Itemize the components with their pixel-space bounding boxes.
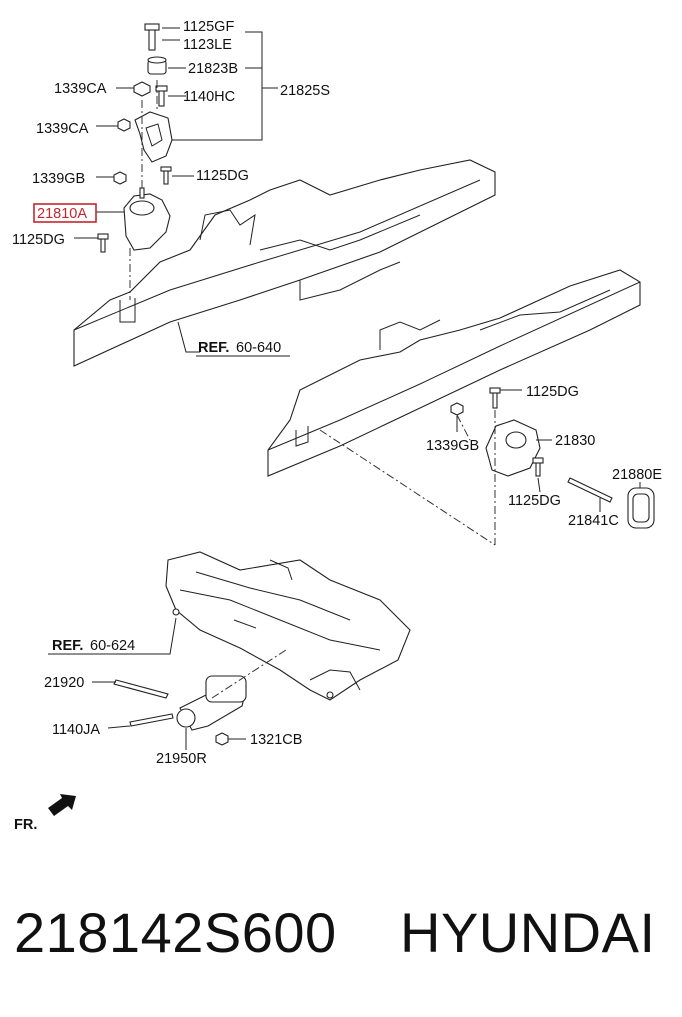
label-1339ca-upper: 1339CA <box>54 81 107 97</box>
label-1140hc: 1140HC <box>183 89 235 105</box>
label-ref-lower: REF. <box>52 638 83 654</box>
front-arrow-icon <box>48 794 76 816</box>
label-ref-lower-number: 60-624 <box>90 638 135 654</box>
engine-mount-upper <box>97 23 173 300</box>
brand-name: HYUNDAI <box>400 901 656 964</box>
lower-frame-rail <box>267 269 641 477</box>
highlight-box-21810a <box>33 203 97 223</box>
label-fr: FR. <box>14 817 37 833</box>
label-1125dg-right-bottom: 1125DG <box>508 493 561 509</box>
engine-mount-right <box>319 387 655 546</box>
label-21825s: 21825S <box>280 83 330 99</box>
label-1321cb: 1321CB <box>250 732 302 748</box>
label-1140ja: 1140JA <box>52 722 100 738</box>
label-ref-upper-number: 60-640 <box>236 340 281 356</box>
label-21823b: 21823B <box>188 61 238 77</box>
label-21950r: 21950R <box>156 751 207 767</box>
part-labels: 1125GF 1123LE 21823B 21825S 1339CA 1140H… <box>12 19 662 767</box>
label-1125gf: 1125GF <box>183 19 234 35</box>
exploded-parts-diagram: 1125GF 1123LE 21823B 21825S 1339CA 1140H… <box>12 19 662 833</box>
label-1339gb-right: 1339GB <box>426 438 479 454</box>
label-1125dg-right-top: 1125DG <box>526 384 579 400</box>
label-1125dg-upper-left: 1125DG <box>12 232 65 248</box>
label-21841c: 21841C <box>568 513 619 529</box>
label-1125dg-upper-right: 1125DG <box>196 168 249 184</box>
label-ref-upper: REF. <box>198 340 229 356</box>
label-1339gb-upper: 1339GB <box>32 171 85 187</box>
part-number: 218142S600 <box>14 901 337 964</box>
roll-rod-mount <box>113 649 287 746</box>
label-21810a: 21810A <box>37 206 87 222</box>
front-direction-indicator: FR. <box>14 794 76 833</box>
leader-lines <box>48 27 641 750</box>
label-21830: 21830 <box>555 433 595 449</box>
upper-frame-rail <box>73 159 496 367</box>
label-1339ca-lower: 1339CA <box>36 121 89 137</box>
label-21880e: 21880E <box>612 467 662 483</box>
label-1123le: 1123LE <box>183 37 232 53</box>
front-subframe <box>165 551 411 701</box>
label-21920: 21920 <box>44 675 84 691</box>
